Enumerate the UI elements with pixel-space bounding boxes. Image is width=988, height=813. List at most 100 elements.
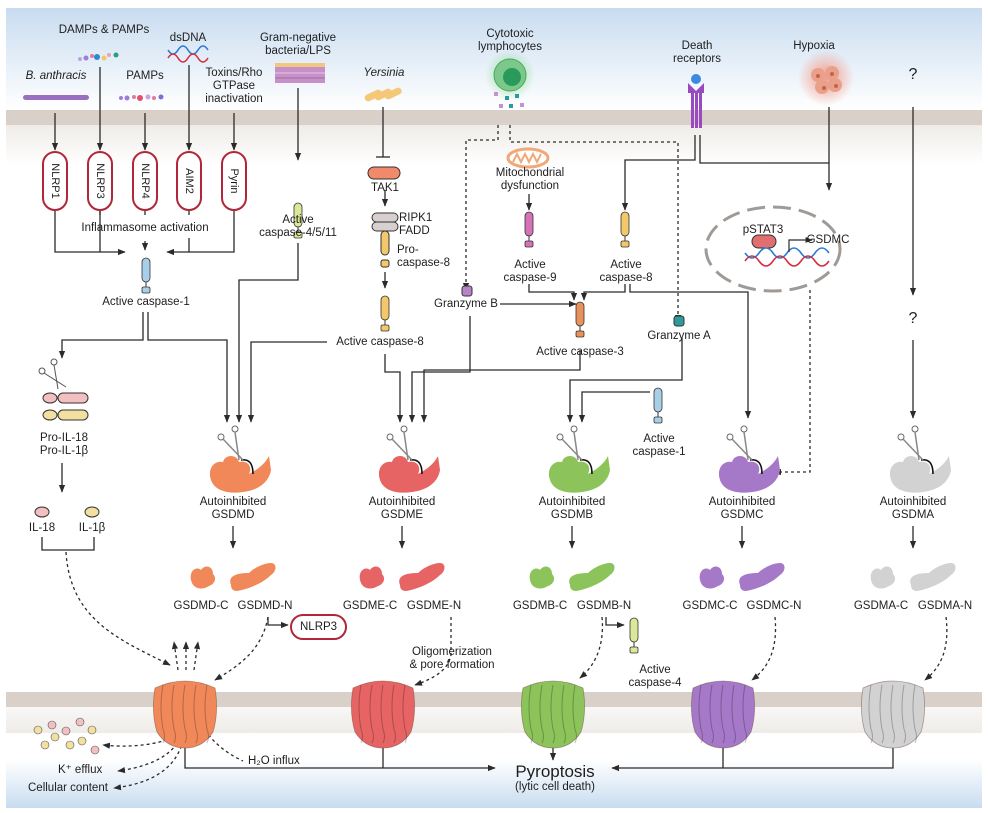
gsdmc-n-label: GSDMC-N [746,600,802,612]
active-caspase1-gsdmb-icon [653,387,663,424]
gsdma-c-label: GSDMA-C [853,600,909,612]
gsdmd-c-fragment-icon [190,566,216,589]
gsdmd-n-fragment-icon [230,563,276,591]
autoinhibited-gsdmd-icon [209,425,271,493]
granzyme-b-label: Granzyme B [434,298,498,310]
active-caspase3-label: Active caspase-3 [536,346,624,358]
inflammasome-aim2: AIM2 [176,151,202,211]
gsdma-n-fragment-icon [910,563,956,591]
gsdmc-c-fragment-icon [699,566,725,589]
gsdmc-gene-label: GSDMC [806,234,850,246]
plasma-membrane-top [6,110,982,125]
active-caspase8-right-icon [620,211,630,248]
lps-bacteria-icon [275,63,325,83]
autoinhibited-gsdmc-icon [718,425,780,493]
gsdma-pore-icon [861,680,925,749]
active-caspase4511-icon [293,202,303,239]
granzyme-a-icon [673,315,685,327]
gsdmc-n-fragment-icon [739,563,785,591]
oligomerization-label: Oligomerization& pore formation [409,646,495,671]
il-1b-label: IL-1β [78,522,106,534]
inflammasome-pyrin: Pyrin [221,151,247,211]
dsdna-label: dsDNA [169,32,207,44]
gsdma-c-fragment-icon [870,566,896,589]
active-caspase4-icon [629,617,639,654]
gsdmd-pore-icon [153,680,217,749]
gsdmb-n-fragment-icon [569,563,615,591]
active-caspase1-icon [141,257,151,294]
il-1b-icon [84,506,100,518]
pamps-icon [119,94,164,101]
dsdna-icon [167,45,209,63]
gsdme-n-fragment-icon [399,563,445,591]
inflammasome-activation-label: Inflammasome activation [81,222,209,234]
scissors-icon [38,358,67,390]
b-anthracis-label: B. anthracis [25,70,87,82]
released-cytokines-icon [33,717,100,755]
pstat3-label: pSTAT3 [742,224,784,236]
damps-pamps-label: DAMPs & PAMPs [58,24,150,36]
gsdmb-c-label: GSDMB-C [512,600,568,612]
gsdmd-n-label: GSDMD-N [237,600,293,612]
granzyme-a-label: Granzyme A [647,330,711,342]
pamps-label: PAMPs [126,70,164,82]
gsdmd-c-label: GSDMD-C [173,600,229,612]
fadd-label: FADD [399,225,430,237]
yersinia-icon [364,87,402,102]
gsdmc-c-label: GSDMC-C [682,600,738,612]
cytotoxic-lymphocyte-icon [485,50,535,108]
gsdmb-pore-icon [521,680,585,749]
nlrp3-feedback: NLRP3 [290,614,348,640]
inflammasome-nlrp3: NLRP3 [87,151,113,211]
h2o-influx-label: H₂O influx [248,755,300,767]
mitochondria-icon [506,147,550,169]
pro-il-18-icon [42,392,89,404]
yersinia-label: Yersinia [363,67,405,79]
unknown-mediator-label: ? [908,310,918,327]
dotted-ctl-granzymeb [462,125,499,291]
pyroptosis-label: Pyroptosis [515,762,595,781]
autoinhibited-gsdmb-icon [548,425,610,493]
tak1-label: TAK1 [371,182,399,194]
unknown-stimulus-label: ? [908,66,918,83]
gsdmb-c-fragment-icon [529,566,555,589]
inflammasome-nlrp4: NLRP4 [132,151,158,211]
cellular-content-label: Cellular content [28,782,108,794]
gsdmb-n-label: GSDMB-N [576,600,632,612]
ripk1-fadd-procaspase8-icon [371,212,399,268]
active-caspase8-left-icon [380,295,390,332]
gsdme-pore-icon [351,680,415,749]
pro-il-1b-icon [42,409,89,421]
inflammasome-nlrp1: NLRP1 [42,151,68,211]
autoinhibited-gsdme-icon [378,425,440,493]
arrow-caspase1-proil [58,312,144,359]
ripk1-label: RIPK1 [399,212,433,224]
procaspase8-label: Pro-caspase-8 [397,244,451,269]
dna-icon [744,247,830,259]
il-18-icon [34,506,50,518]
gsdme-c-fragment-icon [359,566,385,589]
gsdmc-pore-icon [691,680,755,749]
active-caspase3-icon [575,301,585,338]
dotted-ctl-granzymea [509,125,682,323]
b-anthracis-icon [23,95,89,100]
nucleus [704,205,842,293]
gsdma-n-label: GSDMA-N [917,600,973,612]
arrow-caspase1-gsdmd [147,312,231,423]
